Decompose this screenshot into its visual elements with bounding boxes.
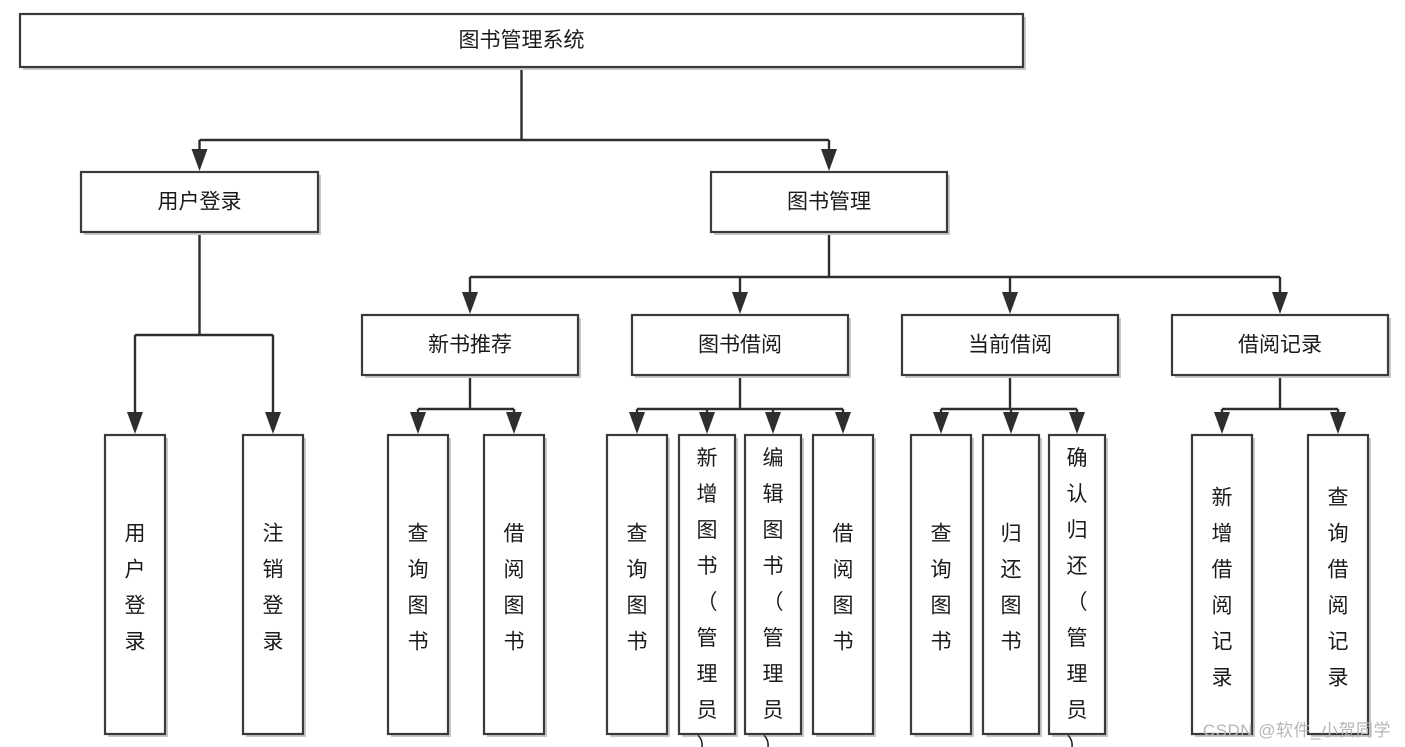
node-leaf-borrow-book-1[interactable]: 借阅图书 — [482, 433, 547, 737]
node-leaf-edit-book[interactable]: 编辑图书（管理员） — [743, 433, 804, 747]
node-border — [1306, 433, 1370, 736]
arrowhead-icon — [821, 149, 837, 171]
arrowhead-icon — [191, 149, 208, 171]
arrowhead-icon — [629, 412, 645, 434]
node-label: 图书管理 — [787, 191, 871, 214]
node-label: 用户登录 — [158, 191, 242, 214]
node-leaf-borrow-book-2[interactable]: 借阅图书 — [811, 433, 876, 737]
arrowhead-icon — [699, 412, 715, 434]
node-leaf-query-book-1[interactable]: 查询图书 — [386, 433, 451, 737]
node-user-login[interactable]: 用户登录 — [79, 170, 321, 235]
node-label: 查询图书 — [627, 523, 648, 654]
node-new-book-rec[interactable]: 新书推荐 — [360, 313, 581, 378]
node-label: 查询图书 — [931, 523, 952, 654]
arrowhead-icon — [1272, 292, 1288, 314]
node-book-manage[interactable]: 图书管理 — [709, 170, 950, 235]
arrowhead-icon — [765, 412, 781, 434]
node-border — [1047, 433, 1107, 736]
node-border — [103, 433, 167, 736]
watermark-label: CSDN @软件_小贺同学 — [1202, 721, 1391, 740]
arrowhead-icon — [1214, 412, 1230, 434]
arrowhead-icon — [265, 412, 281, 434]
node-label: 借阅图书 — [504, 523, 525, 654]
arrowhead-icon — [1002, 292, 1018, 314]
node-leaf-query-book-3[interactable]: 查询图书 — [909, 433, 974, 737]
node-borrow-record[interactable]: 借阅记录 — [1170, 313, 1391, 378]
node-border — [605, 433, 669, 736]
edges-layer — [127, 67, 1346, 434]
node-border — [900, 313, 1120, 377]
node-leaf-user-login[interactable]: 用户登录 — [103, 433, 168, 737]
node-label: 新增图书（管理员） — [697, 447, 718, 747]
node-leaf-query-record[interactable]: 查询借阅记录 — [1306, 433, 1371, 737]
node-label: 借阅图书 — [833, 523, 854, 654]
arrowhead-icon — [1330, 412, 1346, 434]
nodes-layer: 图书管理系统用户登录图书管理新书推荐图书借阅当前借阅借阅记录用户登录注销登录查询… — [18, 12, 1391, 747]
node-border — [677, 433, 737, 736]
node-leaf-return-book[interactable]: 归还图书 — [981, 433, 1042, 737]
node-border — [981, 433, 1041, 736]
node-border — [386, 433, 450, 736]
node-label: 注销登录 — [263, 523, 284, 654]
node-border — [1170, 313, 1390, 377]
arrowhead-icon — [506, 412, 522, 434]
node-border — [482, 433, 546, 736]
node-border — [709, 170, 949, 234]
node-label: 确认归还（管理员） — [1067, 447, 1088, 747]
node-border — [1190, 433, 1254, 736]
node-border — [18, 12, 1025, 69]
node-label: 查询图书 — [408, 523, 429, 654]
node-label: 图书借阅 — [698, 334, 782, 357]
node-label: 新书推荐 — [428, 334, 512, 357]
arrowhead-icon — [933, 412, 949, 434]
node-border — [630, 313, 850, 377]
node-border — [360, 313, 580, 377]
node-current-borrow[interactable]: 当前借阅 — [900, 313, 1121, 378]
arrowhead-icon — [410, 412, 426, 434]
node-root[interactable]: 图书管理系统 — [18, 12, 1026, 70]
node-border — [79, 170, 320, 234]
arrowhead-icon — [835, 412, 851, 434]
node-label: 新增借阅记录 — [1212, 487, 1233, 690]
node-book-borrow[interactable]: 图书借阅 — [630, 313, 851, 378]
node-leaf-add-record[interactable]: 新增借阅记录 — [1190, 433, 1255, 737]
node-leaf-confirm-return[interactable]: 确认归还（管理员） — [1047, 433, 1108, 747]
arrowhead-icon — [1069, 412, 1085, 434]
arrowhead-icon — [1003, 412, 1019, 434]
node-leaf-add-book[interactable]: 新增图书（管理员） — [677, 433, 738, 747]
node-leaf-query-book-2[interactable]: 查询图书 — [605, 433, 670, 737]
node-border — [811, 433, 875, 736]
node-label: 图书管理系统 — [459, 29, 585, 52]
arrowhead-icon — [462, 292, 478, 314]
node-label: 借阅记录 — [1238, 334, 1322, 357]
node-border — [241, 433, 305, 736]
node-border — [909, 433, 973, 736]
arrowhead-icon — [732, 292, 748, 314]
node-border — [743, 433, 803, 736]
node-label: 编辑图书（管理员） — [763, 447, 784, 747]
node-label: 归还图书 — [1001, 523, 1022, 654]
arrowhead-icon — [127, 412, 143, 434]
node-leaf-logout-login[interactable]: 注销登录 — [241, 433, 306, 737]
node-label: 查询借阅记录 — [1328, 487, 1349, 690]
node-label: 当前借阅 — [968, 334, 1052, 357]
node-label: 用户登录 — [125, 523, 146, 654]
